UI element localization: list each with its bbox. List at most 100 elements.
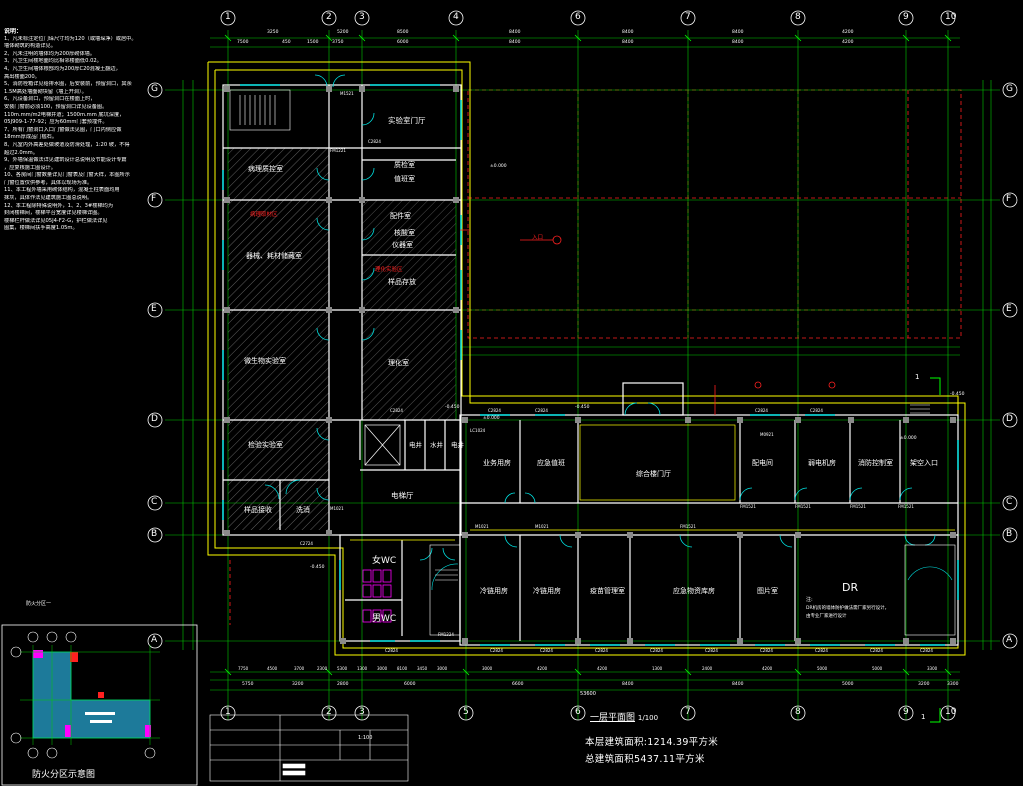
room-label: 洗消: [296, 506, 310, 514]
grid-label-left: C: [151, 497, 158, 507]
dimension-label: 3450: [417, 666, 428, 671]
dr-note-text: DR机房的墙体防护做法需厂家另行设计，: [806, 606, 890, 611]
note-line: 3、凡卫生间楼地面均比相邻楼面低0.02。: [4, 58, 102, 65]
grid-label-top: 3: [359, 12, 365, 22]
note-line: 封闭楼梯间，楼梯平台宽度详见楼梯详图。: [4, 210, 103, 217]
note-line: 安装门窗前必须100，预留洞口详见设备图。: [4, 103, 108, 110]
toilet-fixtures: [362, 569, 392, 623]
dimension-label: 5300: [337, 666, 348, 671]
grid-bubbles: [147, 10, 1018, 721]
dimension-label: 3300: [927, 666, 938, 671]
room-label: 理化室: [388, 359, 409, 367]
svg-text:C2824: C2824: [870, 648, 883, 653]
floor-area: 本层建筑面积:1214.39平方米: [585, 737, 719, 748]
dimension-label: 6600: [512, 682, 524, 687]
grid-label-top: 2: [326, 12, 332, 22]
room-label: 核酸室: [394, 229, 415, 237]
dimension-label: 3200: [918, 682, 930, 687]
dimension-label: 1300: [357, 666, 368, 671]
dimension-label: 8400: [732, 30, 744, 35]
svg-text:M1021: M1021: [535, 524, 549, 529]
drawing-scale: 1/100: [637, 714, 659, 722]
room-label: 图片室: [757, 587, 778, 595]
room-label: 配电间: [752, 459, 773, 467]
svg-text:C2824: C2824: [540, 648, 553, 653]
elevator: [364, 424, 401, 466]
room-label: 业务用房: [483, 459, 511, 467]
svg-text:FM1521: FM1521: [740, 504, 756, 509]
note-line: 4、凡卫生间墙体根部均为200厚C20混凝土翻边，: [4, 65, 121, 72]
room-label: 弱电机房: [808, 459, 836, 467]
note-line: 10、各房间门窗数量详见门窗表及门窗大样，本图所示: [4, 172, 130, 179]
lobby-outline: [350, 424, 955, 541]
dimension-label: 8400: [622, 682, 634, 687]
grid-label-top: 4: [453, 12, 459, 22]
level-mark: ±0.000: [483, 416, 500, 421]
dimension-label: 5000: [842, 682, 854, 687]
grid-label-right: B: [1006, 529, 1013, 539]
grid-label-right: F: [1006, 194, 1012, 204]
dimension-label: 3000: [377, 666, 388, 671]
svg-text:C2824: C2824: [595, 648, 608, 653]
dimension-label: 450: [282, 40, 291, 45]
grid-label-right: G: [1006, 84, 1013, 94]
dimension-ticks: [224, 34, 952, 676]
grid-label-bottom: 3: [359, 707, 365, 717]
grid-label-bottom: 2: [326, 707, 332, 717]
fire-zone-legend: [1, 624, 198, 786]
note-line: 高出楼面200。: [4, 73, 40, 80]
grid-label-bottom: 6: [575, 707, 581, 717]
windows: [222, 84, 959, 646]
dimension-label: 5200: [337, 30, 349, 35]
titleblock-scale: 1:100: [358, 735, 373, 741]
level-mark: -0.450: [310, 565, 325, 570]
dimension-label: 4200: [537, 666, 548, 671]
level-mark: -0.450: [950, 392, 965, 397]
columns: [224, 86, 956, 644]
dimension-label: 3300: [947, 682, 959, 687]
svg-text:C2824: C2824: [490, 648, 503, 653]
dimension-label: 4200: [842, 30, 854, 35]
grid-label-right: D: [1006, 414, 1013, 424]
room-label: 应急值班: [537, 459, 565, 467]
red-annotation: 入口: [532, 235, 544, 241]
dimension-label: 8400: [732, 682, 744, 687]
svg-text:C2824: C2824: [368, 139, 381, 144]
level-mark: -0.450: [445, 405, 460, 410]
svg-text:M0921: M0921: [760, 432, 774, 437]
level-mark: -0.450: [575, 405, 590, 410]
room-label: 水井: [430, 441, 443, 449]
grid-label-left: F: [151, 194, 157, 204]
dimension-label: 3250: [267, 30, 279, 35]
room-label: 电井: [451, 441, 464, 449]
room-label: 值班室: [394, 175, 415, 183]
grid-label-top: 9: [903, 12, 909, 22]
note-line: 18mm厚成品门槛石。: [4, 134, 58, 141]
dimension-label: 8400: [732, 40, 744, 45]
note-line: 9、外墙保温做法详见建筑设计总说明及节能设计专篇: [4, 157, 127, 164]
dimension-label: 3000: [482, 666, 493, 671]
room-label: 样品接收: [244, 506, 272, 514]
note-line: 门窗位置仅供参考，具体以现场为准。: [4, 179, 93, 186]
grid-label-bottom: 10: [945, 707, 957, 717]
dimension-label: 8100: [397, 666, 408, 671]
grid-label-left: B: [151, 529, 158, 539]
svg-text:C2824: C2824: [390, 408, 403, 413]
room-label: 架空入口: [910, 459, 938, 467]
svg-text:LC1024: LC1024: [470, 428, 486, 433]
room-label: 仪器室: [392, 241, 413, 249]
note-line: 05J909-1-77-92；应为60mm门套预埋件。: [4, 119, 108, 126]
dimension-label: 2300: [317, 666, 328, 671]
note-line: 1.5M高处墙面砌块留（墙上开洞）。: [4, 88, 87, 95]
stairs: [229, 89, 956, 636]
svg-text:C2824: C2824: [760, 648, 773, 653]
note-line: 6、凡设备洞口，预留洞口在楼面上时，: [4, 96, 96, 103]
legend-title: 防火分区示意图: [32, 770, 96, 780]
svg-text:M1021: M1021: [475, 524, 489, 529]
section-marks: [930, 377, 941, 723]
grid-label-left: G: [151, 84, 158, 94]
dimension-label: 5000: [817, 666, 828, 671]
dimension-label: 1500: [307, 40, 319, 45]
